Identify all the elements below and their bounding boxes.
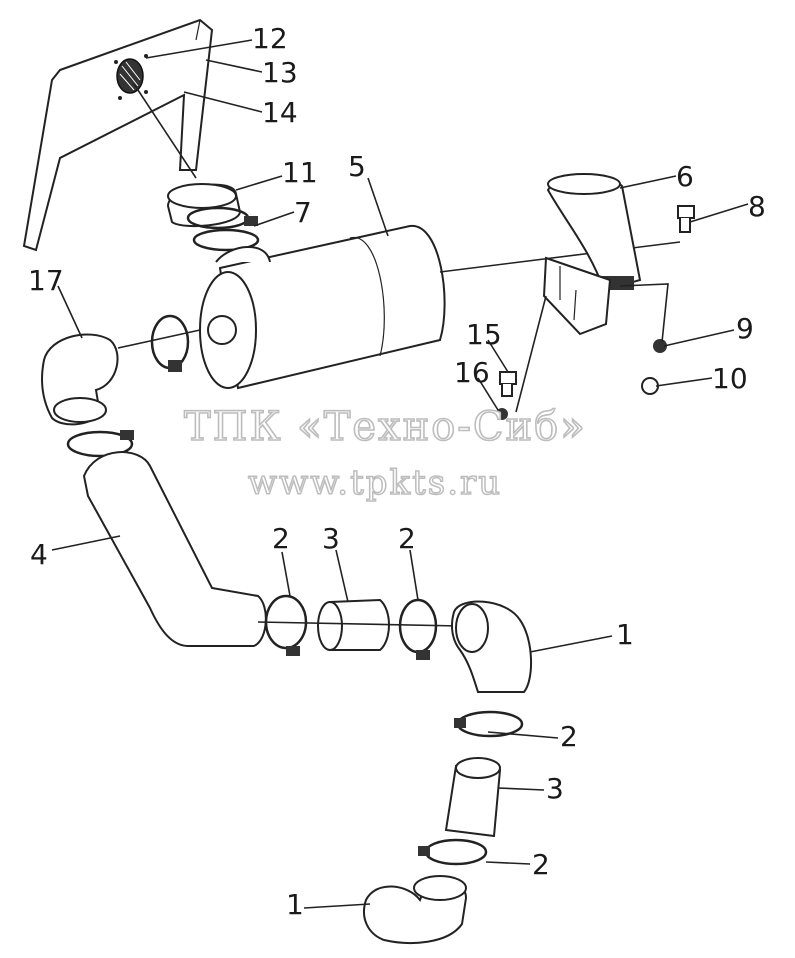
label-7: 7 [294,196,312,229]
label-2-vertical-lower: 2 [532,848,550,881]
watermark-url: www.tpkts.ru [248,463,502,503]
label-4: 4 [30,538,48,571]
upper-clamp [186,206,260,252]
label-1-upper: 1 [616,618,634,651]
hose-3-vertical [444,757,502,838]
rubber-elbow-1-lower [363,875,468,944]
nut-16 [496,408,508,420]
rubber-elbow-1-upper [451,600,533,693]
rubber-elbow-17 [41,333,119,426]
air-filter-housing [199,224,681,390]
intake-pipe-4 [82,451,267,647]
watermark-company: ТПК «Техно-Сиб» [184,404,587,450]
label-16: 16 [454,356,490,389]
label-1-lower: 1 [286,888,304,921]
clamp-2-vertical-upper [454,710,524,738]
intake-hood-bracket [22,18,214,252]
label-10: 10 [712,362,748,395]
bolt-8 [677,205,695,233]
label-6: 6 [676,160,694,193]
clamp-elbow-lower [66,430,134,458]
clamp-17 [117,314,201,372]
nut-9 [653,339,667,353]
label-9: 9 [736,312,754,345]
label-5: 5 [348,150,366,183]
washer-10 [641,377,659,395]
label-3-vertical: 3 [546,772,564,805]
label-8: 8 [748,190,766,223]
hose-3-row [317,598,390,651]
label-2-row-right: 2 [398,522,416,555]
mounting-strap [542,173,642,336]
bolt-15 [499,371,517,397]
clamp-2-row-right [398,598,438,660]
grille-mesh [114,54,148,100]
label-12: 12 [252,22,288,55]
clamp-2-vertical-lower [418,838,488,866]
intake-cap [133,83,242,228]
leader-lines [51,39,749,909]
label-11: 11 [282,156,318,189]
label-13: 13 [262,56,298,89]
label-2-vertical-upper: 2 [560,720,578,753]
clamp-2-row-left [264,594,308,656]
label-3-row: 3 [322,522,340,555]
label-15: 15 [466,318,502,351]
label-14: 14 [262,96,298,129]
label-17: 17 [28,264,64,297]
label-2-row-left: 2 [272,522,290,555]
